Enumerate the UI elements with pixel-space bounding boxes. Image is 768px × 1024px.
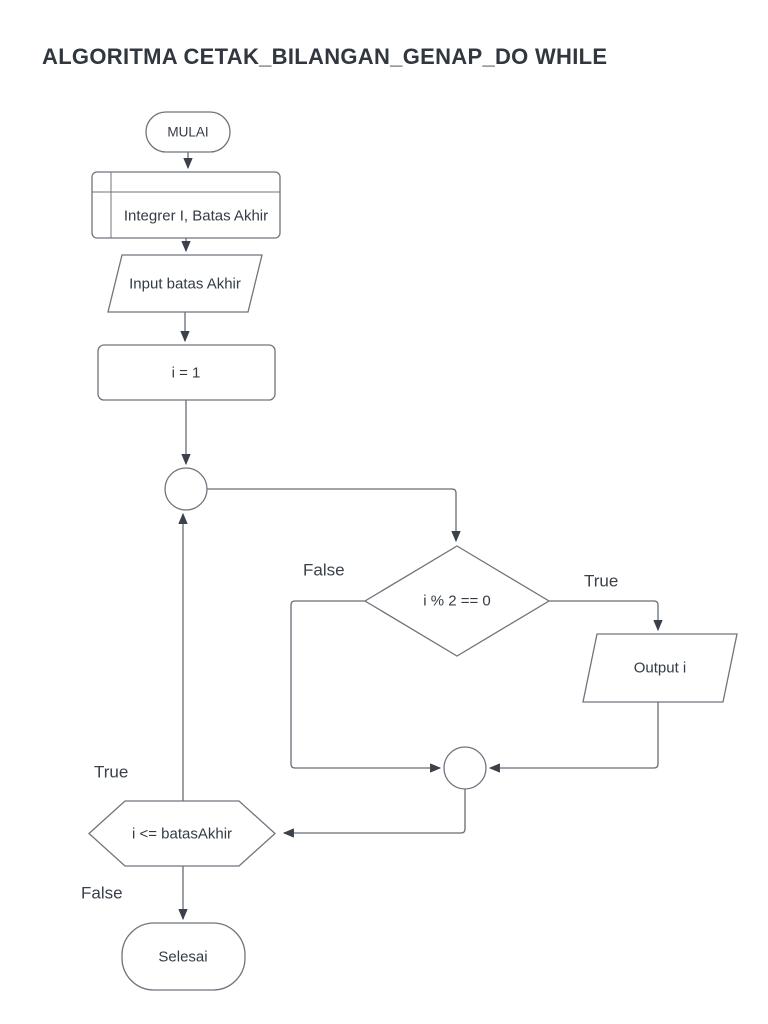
end-terminator-shape — [121, 922, 246, 991]
init-label: i = 1 — [172, 365, 201, 382]
even-check-label: i % 2 == 0 — [423, 593, 491, 610]
start-node: MULAI — [145, 111, 231, 153]
declare-node: Integrer I, Batas Akhir — [91, 171, 281, 239]
even-check-true-edge-label: True — [584, 572, 618, 591]
loop-check-false-edge-label: False — [81, 884, 123, 903]
merge-connector-circle — [443, 746, 487, 790]
output-parallelogram-shape — [582, 633, 738, 703]
edge-loop-entry-to-even-check — [207, 488, 461, 543]
even-check-false-edge-label: False — [303, 561, 345, 580]
even-check-node: i % 2 == 0 — [363, 545, 551, 657]
edge-merge-to-loop-check — [282, 789, 466, 838]
end-node: Selesai — [121, 922, 246, 991]
init-process-shape — [97, 344, 276, 401]
even-check-diamond-shape — [363, 545, 551, 657]
declare-table-shape — [91, 171, 281, 239]
edge-even-true-to-output — [549, 600, 663, 632]
input-label: Input batas Akhir — [129, 276, 241, 293]
init-node: i = 1 — [97, 344, 276, 401]
edge-even-false-to-merge — [290, 600, 442, 773]
input-parallelogram-shape — [107, 254, 263, 313]
declare-label: Integrer I, Batas Akhir — [124, 208, 268, 225]
output-label: Output i — [634, 660, 687, 677]
input-node: Input batas Akhir — [107, 254, 263, 313]
end-label: Selesai — [158, 949, 207, 966]
loop-check-hexagon-shape — [88, 800, 276, 867]
loop-entry-connector-circle — [164, 467, 208, 511]
diagram-title: ALGORITMA CETAK_BILANGAN_GENAP_DO WHILE — [42, 44, 608, 69]
loop-check-true-edge-label: True — [94, 763, 128, 782]
output-node: Output i — [582, 633, 738, 703]
loop-check-node: i <= batasAkhir — [88, 800, 276, 867]
edge-output-to-merge — [488, 702, 659, 773]
loop-check-label: i <= batasAkhir — [132, 826, 232, 843]
start-terminator-shape — [145, 111, 231, 153]
start-label: MULAI — [167, 125, 208, 140]
